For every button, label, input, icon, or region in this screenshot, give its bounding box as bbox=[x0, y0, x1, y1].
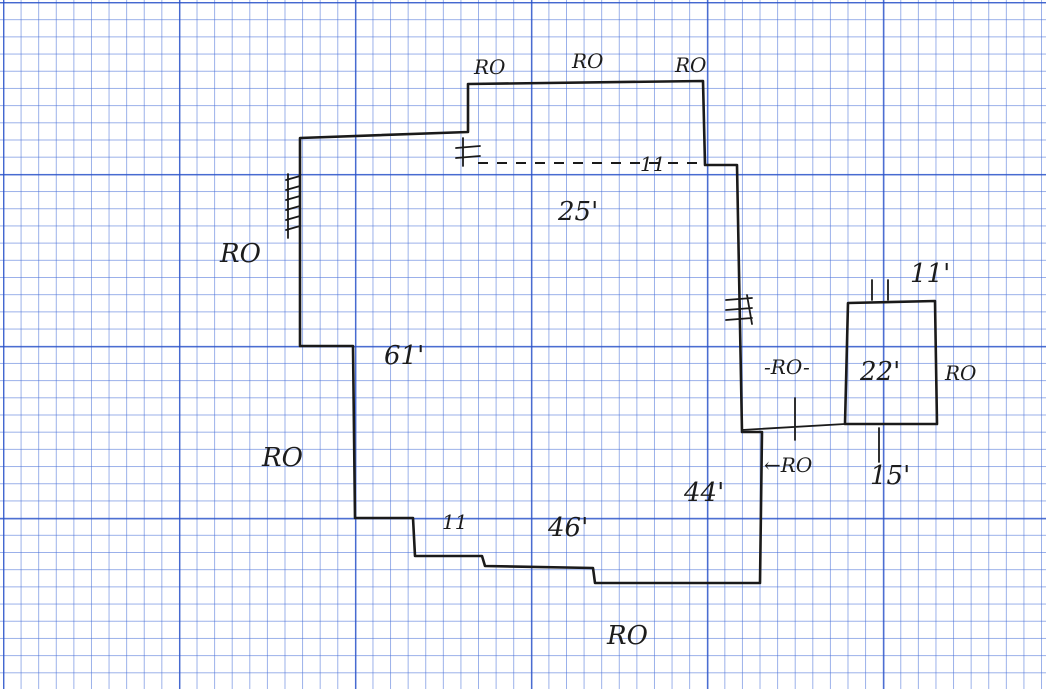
label-top-dashed-mark: 11 bbox=[640, 152, 665, 176]
label-left-dimension: 61' bbox=[384, 341, 424, 371]
label-top-middle-ro: RO bbox=[571, 49, 603, 73]
label-top-right-ro: RO bbox=[674, 53, 706, 77]
label-annex-inner: 22' bbox=[859, 357, 900, 387]
right-wall-ticks bbox=[725, 294, 753, 325]
annex-outline bbox=[843, 299, 939, 426]
annex-top-tick bbox=[871, 279, 889, 301]
label-annex-right: RO bbox=[944, 361, 976, 385]
label-annex-top: 11' bbox=[910, 259, 950, 289]
label-bottom-step-mark: 11 bbox=[442, 510, 467, 534]
main-building-outline bbox=[298, 79, 764, 585]
label-upper-dimension: 25' bbox=[557, 197, 598, 227]
label-bottom-ro: RO bbox=[606, 621, 648, 651]
label-left-lower-ro: RO bbox=[261, 443, 303, 473]
label-left-upper-ro: RO bbox=[219, 239, 261, 269]
label-top-left-ro: RO bbox=[473, 55, 505, 79]
label-right-dimension: 44' bbox=[683, 478, 724, 508]
label-connector: -RO- bbox=[764, 355, 810, 379]
label-bottom-dimension: 46' bbox=[547, 513, 588, 543]
connector-line bbox=[741, 397, 846, 441]
label-annex-bottom: 15' bbox=[870, 461, 910, 491]
label-connector-arrow: ←RO bbox=[764, 453, 812, 477]
top-step-ticks bbox=[455, 137, 481, 167]
left-wall-hatch bbox=[285, 173, 301, 239]
